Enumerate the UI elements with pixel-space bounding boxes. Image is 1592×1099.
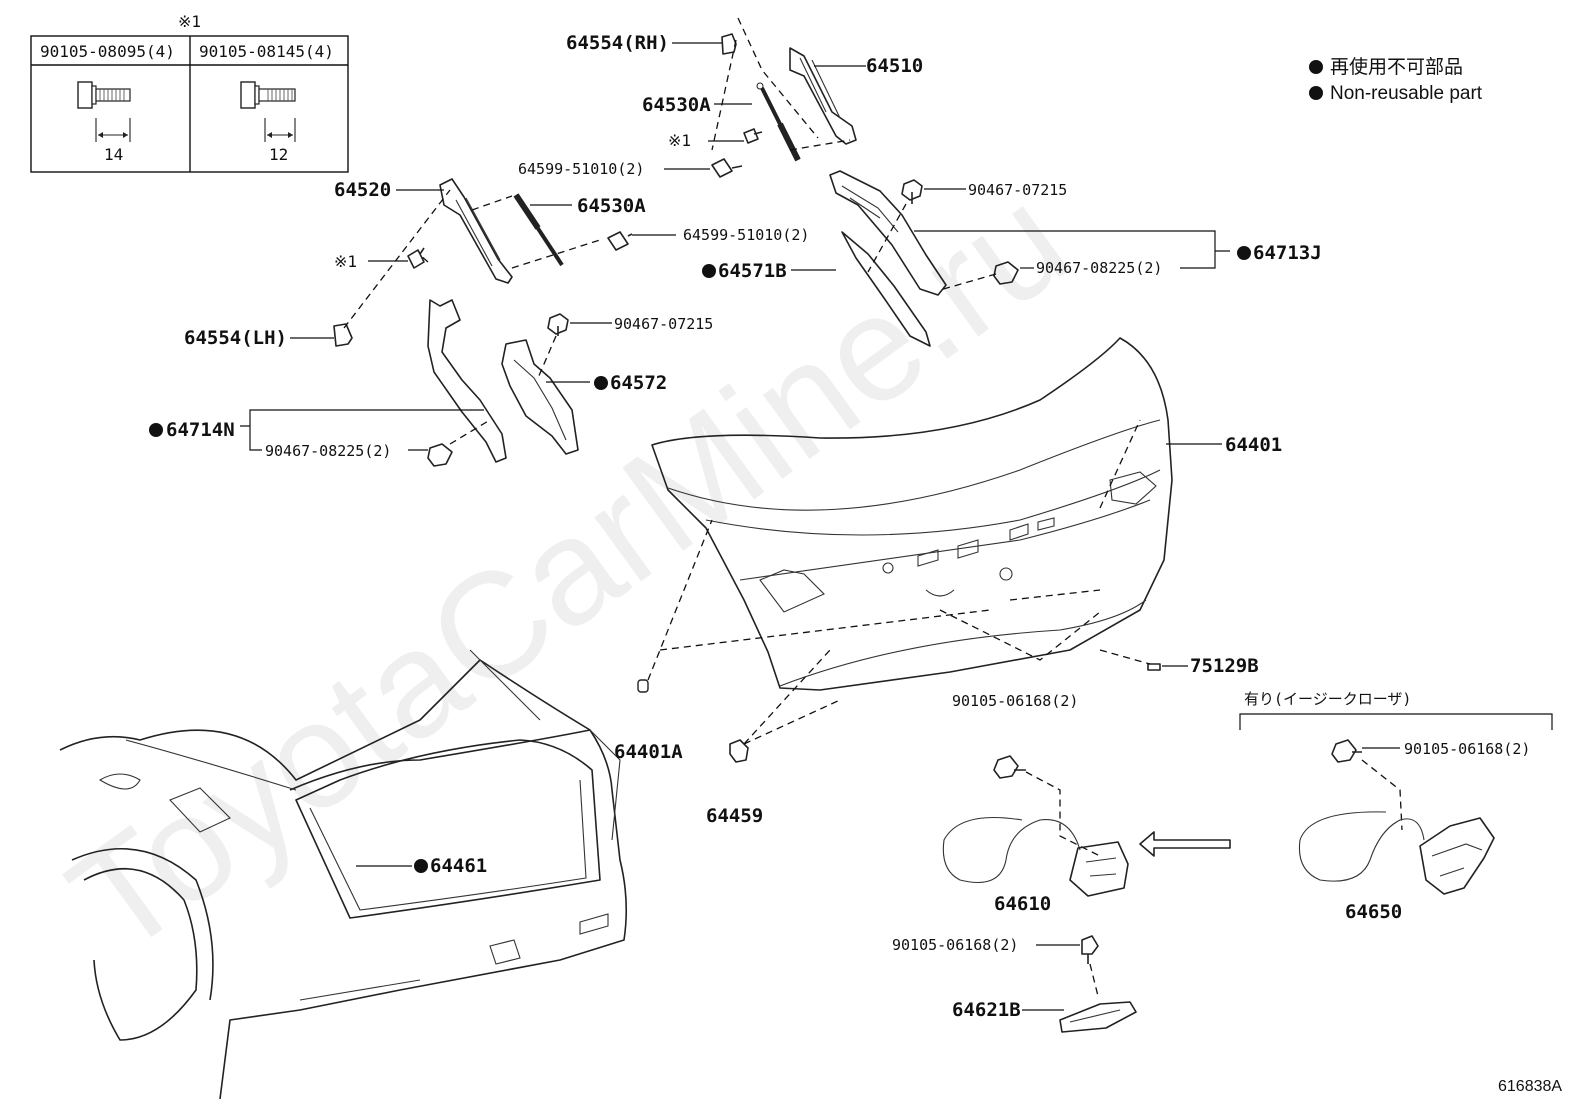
legend-jp: 再使用不可部品: [1330, 56, 1463, 78]
non-reusable-dot-icon: [414, 859, 428, 873]
label-64401a: 64401A: [614, 741, 683, 763]
hinge-rh-group: [664, 17, 866, 178]
handle-64621b: [1022, 935, 1137, 1033]
label-64621b: 64621B: [952, 999, 1021, 1021]
label-64599-top: 64599-51010(2): [518, 160, 644, 178]
label-64572: 64572: [610, 372, 667, 394]
label-64459: 64459: [706, 805, 763, 827]
label-64401: 64401: [1225, 434, 1282, 456]
legend-en: Non-reusable part: [1330, 83, 1483, 104]
watermark: ToyotaCarMine.ru: [40, 154, 1096, 986]
label-90467-08225-right: 90467-08225(2): [1036, 259, 1162, 277]
label-90105-06168-a: 90105-06168(2): [952, 692, 1078, 710]
non-reusable-dot-icon: [1237, 246, 1251, 260]
label-90105-06168-b: 90105-06168(2): [1404, 740, 1530, 758]
label-64650: 64650: [1345, 901, 1402, 923]
label-64610: 64610: [994, 893, 1051, 915]
label-64461: 64461: [430, 855, 487, 877]
label-64520: 64520: [334, 179, 391, 201]
label-90467-07215-b: 90467-07215: [614, 315, 713, 333]
label-note1-a: ※1: [668, 131, 691, 150]
label-75129b: 75129B: [1190, 655, 1259, 677]
trim-lh-group: [240, 299, 612, 467]
label-64554-lh: 64554(LH): [184, 327, 287, 349]
label-64510: 64510: [866, 55, 923, 77]
label-90105-06168-c: 90105-06168(2): [892, 936, 1018, 954]
non-reusable-dot-icon: [702, 264, 716, 278]
hinge-lh-group: [290, 178, 676, 347]
table-note: ※1: [178, 12, 201, 31]
lock-assembly-left: [942, 755, 1231, 897]
table-col1-part: 90105-08095(4): [40, 42, 175, 61]
label-64530a-top: 64530A: [642, 94, 711, 116]
bolt-14-icon: [77, 81, 131, 142]
label-64554-rh: 64554(RH): [566, 32, 669, 54]
table-col2-length: 12: [269, 145, 288, 164]
label-90467-07215-a: 90467-07215: [968, 181, 1067, 199]
label-note1-b: ※1: [334, 252, 357, 271]
label-easy-closer: 有り(イージークローザ): [1244, 690, 1411, 708]
bolt-12-icon: [240, 81, 296, 142]
figure-id: 616838A: [1498, 1078, 1562, 1095]
label-64530a-left: 64530A: [577, 195, 646, 217]
non-reusable-dot-icon: [1309, 86, 1323, 100]
label-64571b: 64571B: [718, 260, 787, 282]
label-64713j: 64713J: [1253, 242, 1322, 264]
label-90467-08225-left: 90467-08225(2): [265, 442, 391, 460]
label-64599-mid: 64599-51010(2): [683, 226, 809, 244]
trunk-lid: [637, 337, 1222, 763]
non-reusable-dot-icon: [149, 423, 163, 437]
table-col2-part: 90105-08145(4): [199, 42, 334, 61]
bolt-spec-table: ※1 90105-08095(4) 90105-08145(4) 14 12: [30, 12, 349, 173]
label-64714n: 64714N: [166, 419, 235, 441]
car-rear: [59, 649, 628, 1099]
lock-assembly-right: [1239, 713, 1553, 895]
legend: 再使用不可部品 Non-reusable part: [1309, 56, 1483, 104]
non-reusable-dot-icon: [1309, 60, 1323, 74]
non-reusable-dot-icon: [594, 376, 608, 390]
trim-rh-group: [829, 170, 1230, 347]
table-col1-length: 14: [104, 145, 123, 164]
